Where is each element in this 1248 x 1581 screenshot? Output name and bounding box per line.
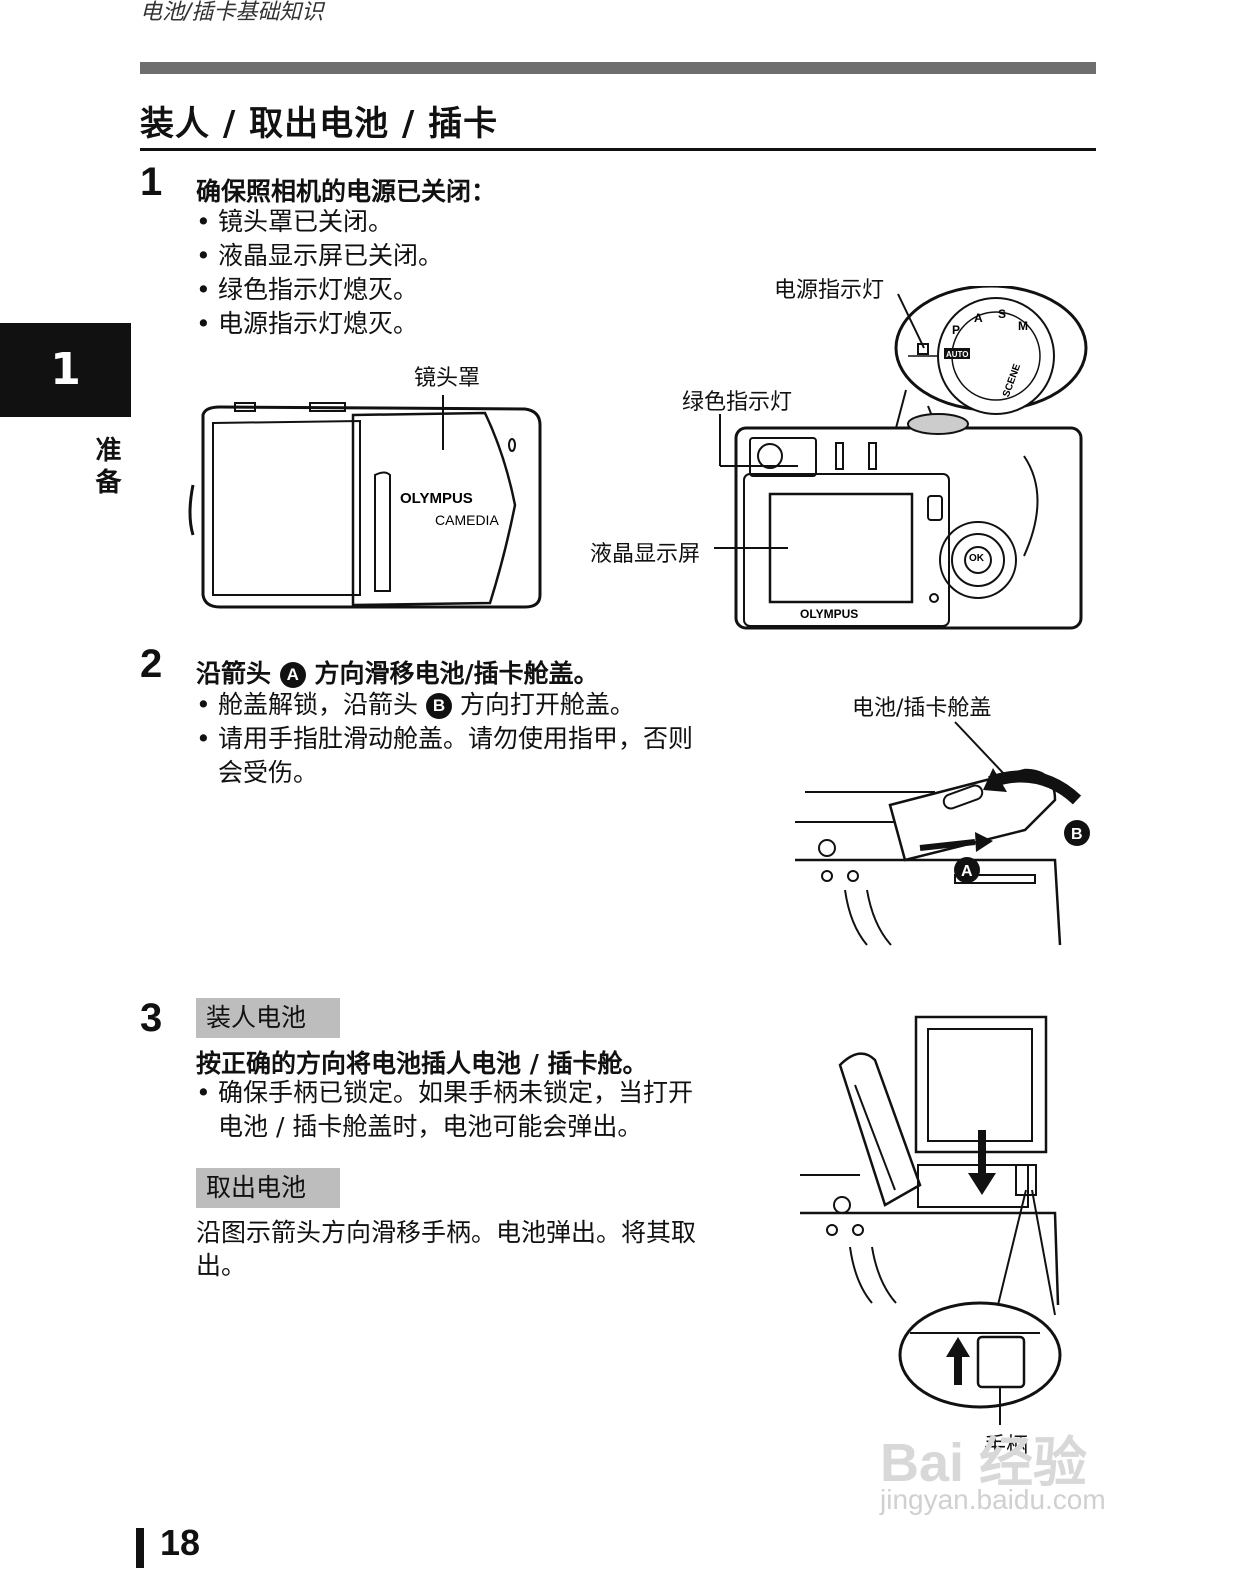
insert-bullets: •确保手柄已锁定。如果手柄未锁定，当打开电池 / 插卡舱盖时，电池可能会弹出。 <box>196 1076 776 1144</box>
title-rule <box>140 148 1096 151</box>
insert-lead: 按正确的方向将电池插人电池 / 插卡舱。 <box>196 1049 648 1078</box>
step1-bullets: •镜头罩已关闭。 •液晶显示屏已关闭。 •绿色指示灯熄灭。 •电源指示灯熄灭。 <box>196 205 756 341</box>
svg-text:M: M <box>1018 319 1028 333</box>
remove-text: 沿图示箭头方向滑移手柄。电池弹出。将其取出。 <box>196 1218 697 1280</box>
step2-number: 2 <box>140 642 163 686</box>
watermark-url: jingyan.baidu.com <box>880 1484 1106 1515</box>
callout-lens-cover: 镜头罩 <box>414 366 481 391</box>
camera-back-brand: OLYMPUS <box>800 607 858 621</box>
camera-model-logo: CAMEDIA <box>435 512 499 528</box>
svg-text:P: P <box>952 323 960 337</box>
battery-insert-illustration <box>800 1015 1062 1425</box>
list-item: •请用手指肚滑动舱盖。请勿使用指甲，否则会受伤。 <box>196 724 694 787</box>
list-item: •电源指示灯熄灭。 <box>196 309 419 338</box>
step1-number: 1 <box>140 160 163 204</box>
header-bar <box>140 62 1096 74</box>
list-item: •液晶显示屏已关闭。 <box>196 241 444 270</box>
page-number: 18 <box>160 1522 201 1563</box>
insert-battery-tag: 装人电池 <box>196 998 340 1038</box>
arrow-a-label: A <box>961 863 973 880</box>
list-item: •镜头罩已关闭。 <box>196 207 394 236</box>
list-item: •确保手柄已锁定。如果手柄未锁定，当打开电池 / 插卡舱盖时，电池可能会弹出。 <box>196 1078 694 1141</box>
dial-auto-label: AUTO <box>946 350 969 359</box>
camera-back-illustration: AUTO SCENE P A S M OK OLYMPUS <box>714 286 1088 630</box>
arrow-b-marker: B <box>425 693 452 719</box>
list-item: •舱盖解锁，沿箭头 B 方向打开舱盖。 <box>196 690 635 719</box>
step1-lead: 确保照相机的电源已关闭： <box>196 177 497 206</box>
arrow-a-marker: A <box>279 662 306 688</box>
arrow-b-label: B <box>1071 826 1083 843</box>
step3-number: 3 <box>140 996 163 1040</box>
page-number-bar <box>136 1528 144 1568</box>
callout-lcd: 液晶显示屏 <box>590 542 701 567</box>
watermark-brand: Bai 经验 <box>880 1433 1088 1493</box>
camera-brand-logo: OLYMPUS <box>400 490 473 507</box>
step2-bullets: •舱盖解锁，沿箭头 B 方向打开舱盖。 •请用手指肚滑动舱盖。请勿使用指甲，否则… <box>196 688 776 790</box>
ok-button-label: OK <box>969 553 985 564</box>
svg-text:A: A <box>974 311 983 325</box>
callout-power-lamp: 电源指示灯 <box>774 278 885 303</box>
running-header: 电池/插卡基础知识 <box>140 0 324 25</box>
chapter-label: 准备 <box>91 436 121 500</box>
step2-lead: 沿箭头 A 方向滑移电池/插卡舱盖。 <box>196 659 599 688</box>
callout-green-lamp: 绿色指示灯 <box>682 390 793 415</box>
chapter-tab: 1 <box>0 323 131 417</box>
list-item: •绿色指示灯熄灭。 <box>196 275 419 304</box>
callout-lever: 手柄 <box>984 1434 1029 1459</box>
svg-text:S: S <box>998 307 1006 321</box>
remove-battery-tag: 取出电池 <box>196 1168 340 1208</box>
battery-cover-illustration: A B <box>795 721 1090 946</box>
callout-battery-cover: 电池/插卡舱盖 <box>852 696 992 721</box>
camera-front-illustration: OLYMPUS CAMEDIA <box>188 395 542 609</box>
page-title: 装人 / 取出电池 / 插卡 <box>140 104 499 144</box>
